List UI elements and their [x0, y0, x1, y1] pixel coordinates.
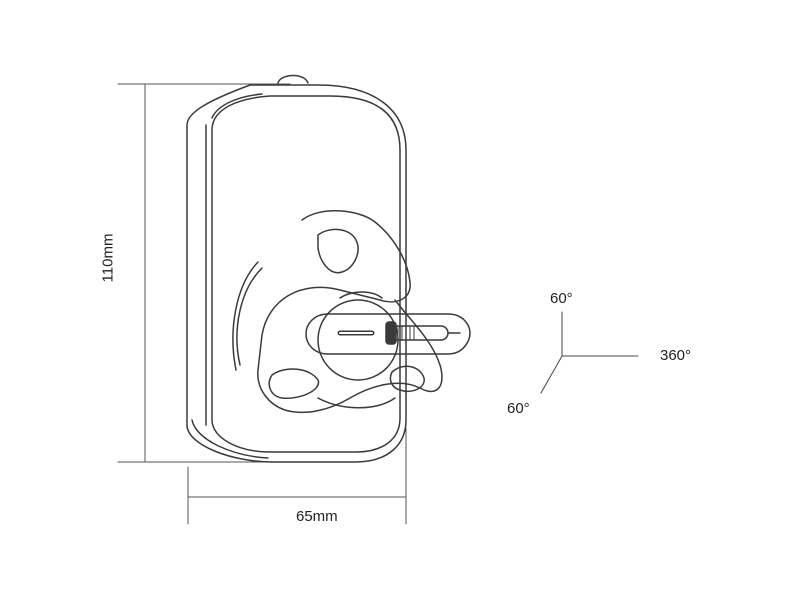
swivel-base-left [236, 267, 263, 366]
plate-bottom-bevel [191, 419, 269, 459]
wall-plate [186, 74, 407, 463]
height-dimension [117, 83, 299, 463]
top-screw-cap [277, 74, 309, 84]
tilt-down-axis [540, 355, 563, 394]
plate-top-bevel [211, 93, 263, 119]
height-dimension-label: 110mm [99, 233, 117, 283]
swivel-joint [232, 210, 443, 414]
arm-body [305, 313, 471, 355]
clamp-left-lobe [268, 368, 320, 399]
pan-angle-label: 360° [660, 347, 692, 364]
bolt-nut [385, 321, 397, 345]
plate-face [211, 95, 401, 453]
swivel-clamp-outline [257, 210, 443, 414]
swivel-base-bottom [317, 397, 396, 409]
rotation-axes [540, 311, 639, 394]
tilt-down-angle-label: 60° [507, 400, 530, 417]
plate-outline [186, 84, 407, 463]
pivot-ring-top [339, 291, 383, 299]
clamp-right-lobe [389, 365, 425, 392]
width-dimension [187, 427, 407, 525]
mounting-arm [305, 313, 471, 355]
tilt-up-angle-label: 60° [550, 290, 573, 307]
width-dimension-label: 65mm [296, 508, 338, 525]
swivel-base-rim [232, 261, 259, 371]
clamp-top-lobe [317, 228, 359, 274]
